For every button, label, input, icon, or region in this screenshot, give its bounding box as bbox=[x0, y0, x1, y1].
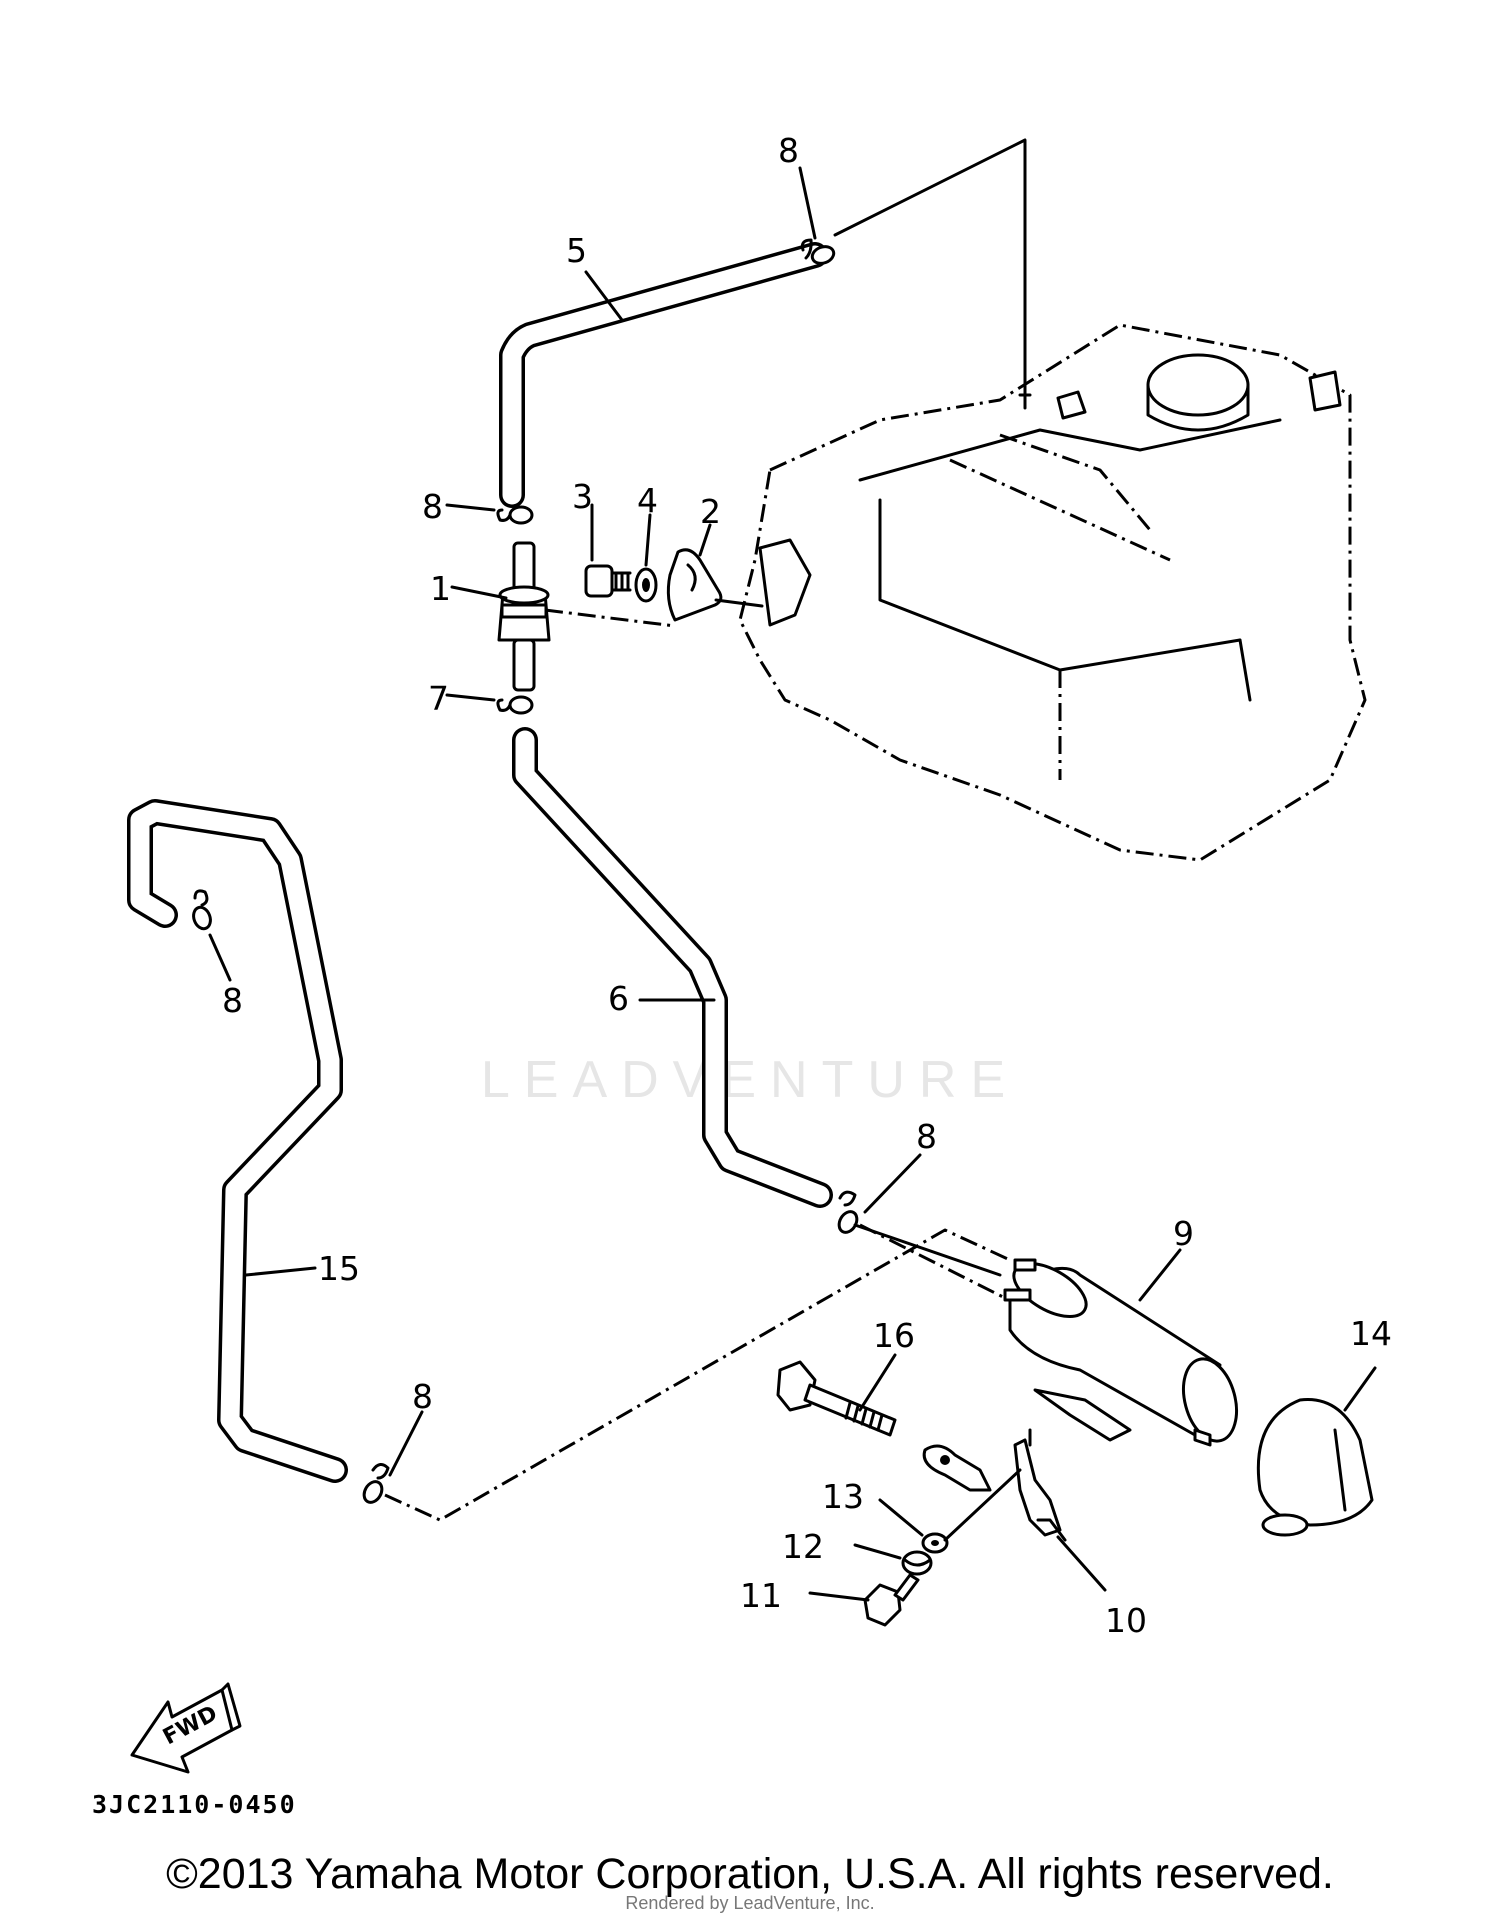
callout-8-top: 8 bbox=[778, 131, 799, 170]
filler-cap bbox=[1146, 353, 1250, 417]
washer-13 bbox=[921, 1532, 949, 1554]
callout-8-left: 8 bbox=[222, 981, 243, 1020]
callout-5: 5 bbox=[566, 231, 587, 270]
callout-8-bottom: 8 bbox=[412, 1377, 433, 1416]
hose-15 bbox=[127, 799, 348, 1483]
bolt-3 bbox=[584, 564, 632, 598]
bolt-16 bbox=[776, 1360, 897, 1437]
callout-4: 4 bbox=[637, 481, 658, 520]
rendered-by-credit: Rendered by LeadVenture, Inc. bbox=[625, 1893, 875, 1913]
diagram-code: 3JC2110-0450 bbox=[92, 1790, 297, 1819]
callout-6: 6 bbox=[608, 979, 629, 1018]
callout-2: 2 bbox=[700, 492, 721, 531]
clamps bbox=[192, 238, 859, 1504]
fuel-filter bbox=[497, 541, 551, 692]
fuel-tank bbox=[738, 323, 1367, 862]
copyright-notice: ©2013 Yamaha Motor Corporation, U.S.A. A… bbox=[166, 1850, 1334, 1898]
washer-4 bbox=[634, 567, 658, 603]
callout-12: 12 bbox=[782, 1527, 824, 1566]
callout-11: 11 bbox=[740, 1576, 782, 1615]
callout-7: 7 bbox=[428, 679, 449, 718]
callout-15: 15 bbox=[318, 1249, 360, 1288]
pump-bracket-10 bbox=[922, 1438, 1067, 1542]
clamp-8-filter-top bbox=[496, 505, 534, 525]
tank-outlet-nipple bbox=[1056, 390, 1087, 420]
callout-3: 3 bbox=[572, 477, 593, 516]
cap-14 bbox=[1256, 1398, 1374, 1537]
clamp-8-mid bbox=[837, 1190, 859, 1234]
hose-5 bbox=[499, 242, 828, 508]
watermark: LEADVENTURE bbox=[480, 1051, 1020, 1109]
fwd-arrow-icon: FWD bbox=[130, 1682, 242, 1774]
hose-6 bbox=[512, 727, 833, 1208]
callout-16: 16 bbox=[873, 1316, 915, 1355]
fuel-pump bbox=[1003, 1258, 1238, 1447]
fuel-filter-holder-2 bbox=[666, 548, 723, 622]
callout-10: 10 bbox=[1105, 1601, 1147, 1640]
clamp-8-top bbox=[800, 238, 836, 265]
callout-13: 13 bbox=[822, 1477, 864, 1516]
assembly-lines bbox=[208, 138, 1377, 1602]
tank-bracket bbox=[758, 538, 812, 627]
callout-9: 9 bbox=[1173, 1214, 1194, 1253]
bolt-11 bbox=[863, 1573, 920, 1627]
washer-12 bbox=[901, 1550, 933, 1576]
callout-8-filter: 8 bbox=[422, 487, 443, 526]
callout-8-mid: 8 bbox=[916, 1117, 937, 1156]
clamp-7 bbox=[496, 695, 534, 715]
callout-1: 1 bbox=[430, 569, 451, 608]
callout-labels: 1 2 3 4 5 6 7 8 8 8 8 8 9 10 11 12 13 14… bbox=[222, 131, 1392, 1640]
callout-14: 14 bbox=[1350, 1314, 1392, 1353]
clamp-8-left bbox=[192, 889, 212, 931]
clamp-8-bottom bbox=[362, 1463, 390, 1504]
